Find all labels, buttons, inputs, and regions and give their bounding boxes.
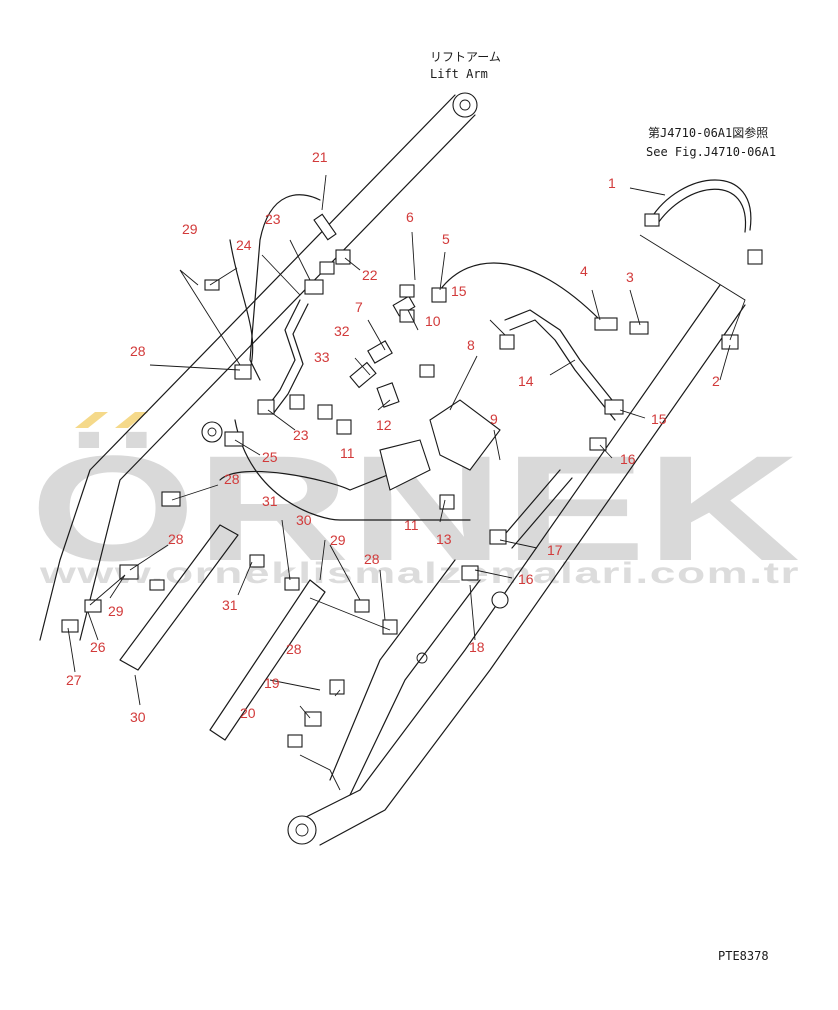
callout-27: 27 bbox=[66, 672, 82, 688]
callout-26: 26 bbox=[90, 639, 106, 655]
callout-19: 19 bbox=[264, 675, 280, 691]
callout-16a: 16 bbox=[620, 451, 636, 467]
callout-numbers: 1 2 3 4 5 6 7 8 9 10 11 11 11 12 13 14 1… bbox=[66, 149, 720, 725]
callout-9: 9 bbox=[490, 411, 498, 427]
callout-28e: 28 bbox=[286, 641, 302, 657]
callout-15a: 15 bbox=[451, 283, 467, 299]
mounting-plates bbox=[119, 524, 326, 741]
reference-label-jp: 第J4710-06A1図参照 bbox=[648, 125, 768, 140]
callout-23a: 23 bbox=[265, 211, 281, 227]
callout-14: 14 bbox=[518, 373, 534, 389]
lift-arm-label-jp: リフトアーム bbox=[430, 50, 501, 64]
callout-13: 13 bbox=[436, 531, 452, 547]
callout-21: 21 bbox=[312, 149, 328, 165]
callout-12: 12 bbox=[376, 417, 392, 433]
callout-25: 25 bbox=[262, 449, 278, 465]
callout-4: 4 bbox=[580, 263, 588, 279]
drawing-code: PTE8378 bbox=[718, 949, 769, 963]
callout-11a: 11 bbox=[340, 445, 355, 461]
watermark: ÖRNEK www.orneklismalzemalari.com.tr bbox=[30, 412, 800, 592]
valve-assembly bbox=[61, 213, 763, 748]
lift-arm-label-en: Lift Arm bbox=[430, 67, 488, 81]
watermark-accent-icon bbox=[75, 412, 148, 428]
callout-3: 3 bbox=[626, 269, 634, 285]
callout-6: 6 bbox=[406, 209, 414, 225]
callout-29b: 29 bbox=[330, 532, 346, 548]
callout-15b: 15 bbox=[651, 411, 667, 427]
callout-22: 22 bbox=[362, 267, 378, 283]
callout-31b: 31 bbox=[222, 597, 238, 613]
callout-11b: 11 bbox=[404, 517, 419, 533]
leader-lines bbox=[67, 174, 746, 791]
callout-31a: 31 bbox=[262, 493, 278, 509]
callout-18: 18 bbox=[469, 639, 485, 655]
callout-32: 32 bbox=[334, 323, 350, 339]
callout-17: 17 bbox=[547, 542, 563, 558]
callout-10: 10 bbox=[425, 313, 441, 329]
callout-23b: 23 bbox=[293, 427, 309, 443]
callout-5: 5 bbox=[442, 231, 450, 247]
hoses bbox=[219, 179, 752, 549]
callout-33: 33 bbox=[314, 349, 330, 365]
watermark-url: www.orneklismalzemalari.com.tr bbox=[38, 557, 800, 590]
callout-20: 20 bbox=[240, 705, 256, 721]
callout-16b: 16 bbox=[518, 571, 534, 587]
callout-30b: 30 bbox=[130, 709, 146, 725]
callout-24: 24 bbox=[236, 237, 252, 253]
callout-29c: 29 bbox=[108, 603, 124, 619]
callout-29a: 29 bbox=[182, 221, 198, 237]
callout-28a: 28 bbox=[130, 343, 146, 359]
callout-2: 2 bbox=[712, 373, 720, 389]
callout-7: 7 bbox=[355, 299, 363, 315]
callout-28d: 28 bbox=[364, 551, 380, 567]
callout-30a: 30 bbox=[296, 512, 312, 528]
callout-8: 8 bbox=[467, 337, 475, 353]
reference-label-en: See Fig.J4710-06A1 bbox=[646, 145, 776, 159]
callout-28c: 28 bbox=[168, 531, 184, 547]
lower-lift-arm bbox=[287, 284, 746, 846]
callout-28b: 28 bbox=[224, 471, 240, 487]
callout-1: 1 bbox=[608, 175, 616, 191]
